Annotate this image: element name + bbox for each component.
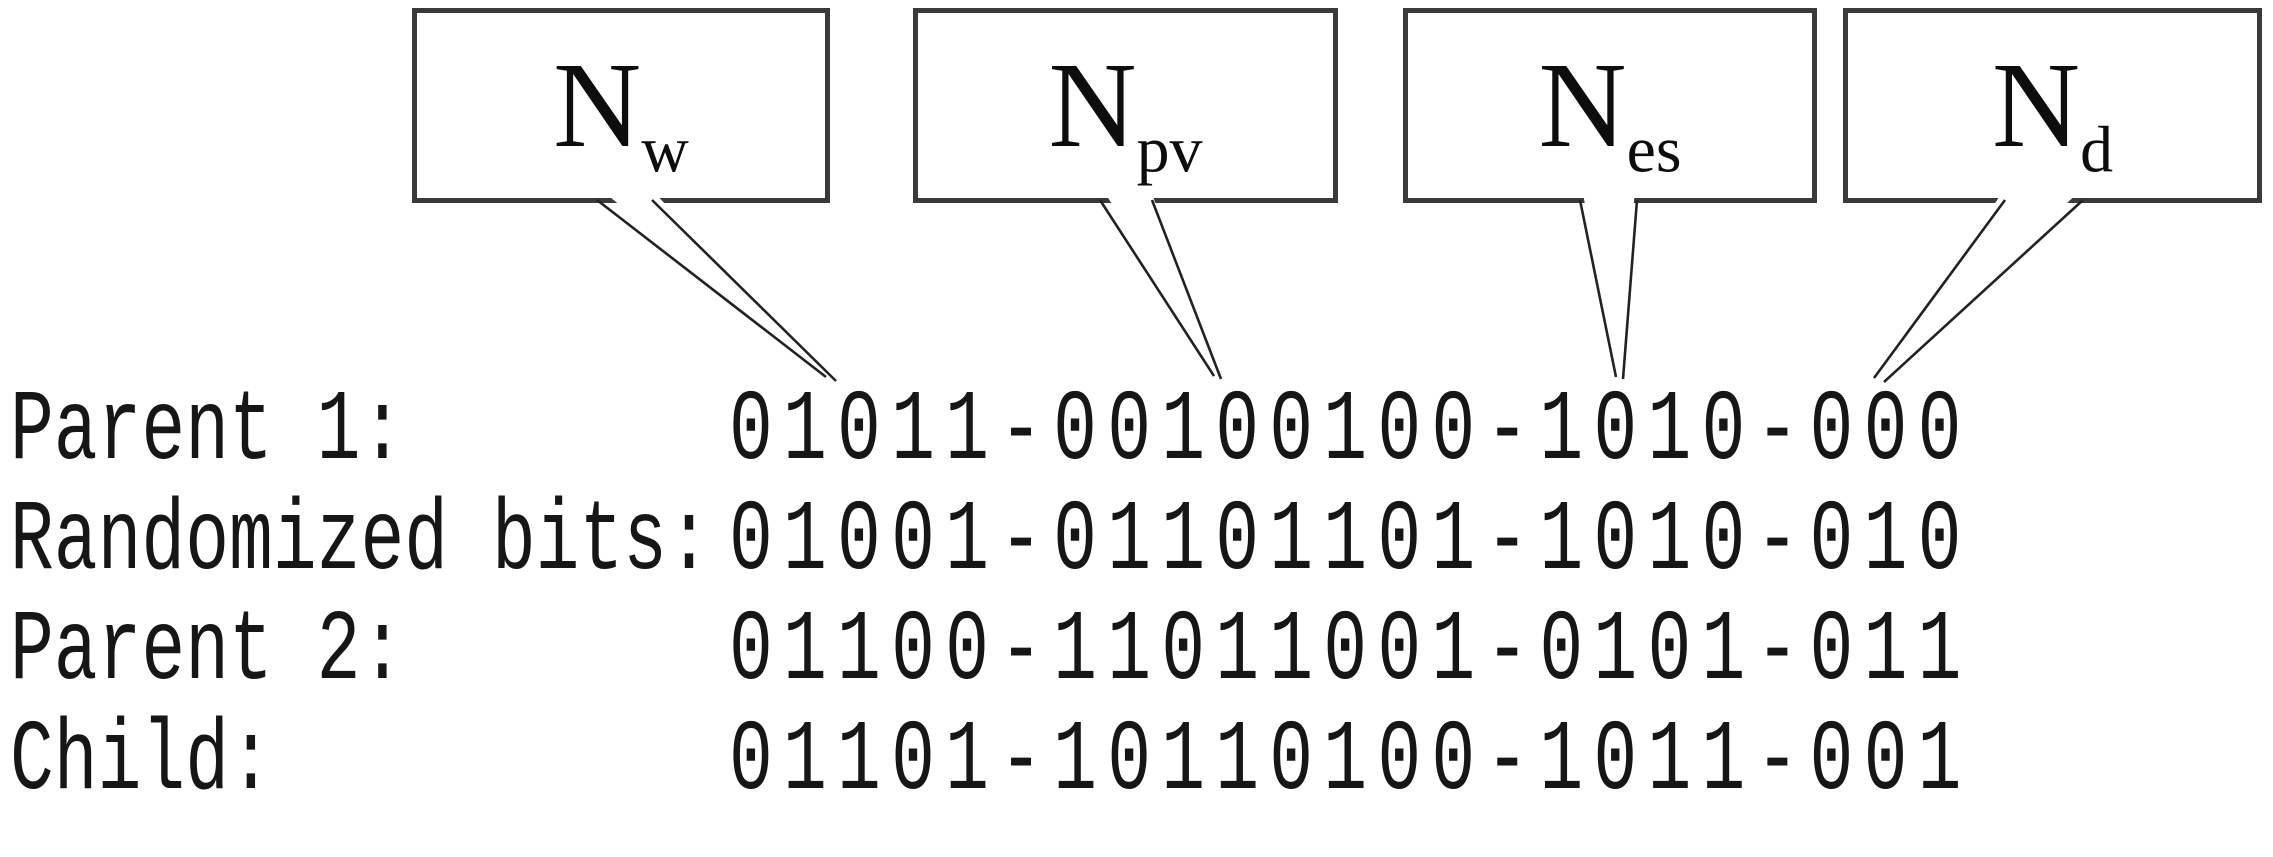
- param-label-npv: Npv: [1049, 44, 1203, 182]
- param-main-nes: N: [1538, 37, 1627, 173]
- encoding-row-child: Child: 01101-10110100-1011-001: [0, 708, 2273, 818]
- param-label-nes: Nes: [1539, 44, 1682, 182]
- row-bits-randomized-bits: 01001-01101101-1010-010: [729, 486, 1972, 599]
- param-label-nw: Nw: [553, 44, 689, 182]
- row-label-parent2: Parent 2:: [10, 596, 405, 709]
- row-bits-parent2: 01100-11011001-0101-011: [729, 596, 1972, 709]
- row-label-child: Child:: [10, 706, 273, 819]
- row-label-randomized-bits: Randomized bits:: [10, 486, 711, 599]
- encoding-row-randomized-bits: Randomized bits: 01001-01101101-1010-010: [0, 488, 2273, 598]
- callout-tail-npv: [1098, 188, 1223, 380]
- callout-box-nes: Nes: [1403, 8, 1817, 203]
- row-label-parent1: Parent 1:: [10, 376, 405, 489]
- row-bits-child: 01101-10110100-1011-001: [729, 706, 1972, 819]
- callout-box-nw: Nw: [412, 8, 830, 203]
- param-main-nw: N: [553, 37, 642, 173]
- param-label-nd: Nd: [1992, 44, 2113, 182]
- param-sub-npv: pv: [1136, 112, 1203, 186]
- param-sub-nes: es: [1626, 112, 1682, 186]
- callout-box-npv: Npv: [913, 8, 1338, 203]
- param-main-npv: N: [1048, 37, 1137, 173]
- callout-tail-nd: [1872, 188, 2084, 383]
- callout-tail-nw: [596, 188, 837, 382]
- callout-box-nd: Nd: [1843, 8, 2262, 203]
- callout-tail-nes: [1578, 188, 1639, 380]
- row-bits-parent1: 01011-00100100-1010-000: [729, 376, 1972, 489]
- param-sub-nw: w: [641, 112, 689, 186]
- encoding-row-parent2: Parent 2: 01100-11011001-0101-011: [0, 598, 2273, 708]
- param-main-nd: N: [1991, 37, 2081, 173]
- encoding-row-parent1: Parent 1: 01011-00100100-1010-000: [0, 378, 2273, 488]
- param-sub-nd: d: [2080, 112, 2114, 186]
